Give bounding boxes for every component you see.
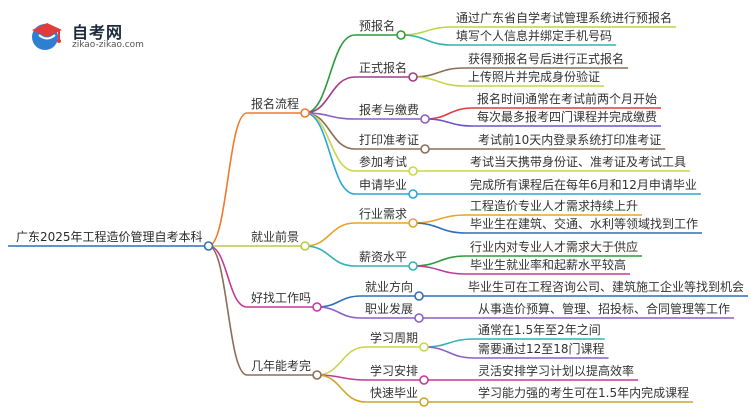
root-node: 广东2025年工程造价管理自考本科: [16, 230, 203, 244]
subtopic-knob: [396, 30, 406, 40]
root-knob: [203, 241, 214, 251]
node-salary-level: 薪资水平: [359, 250, 408, 264]
node-formal-registration: 正式报名: [359, 61, 408, 75]
node-industry-demand: 行业需求: [359, 207, 408, 221]
subtopic-connector: [317, 306, 362, 319]
leaf-connector: [413, 76, 465, 87]
logo-title: 自考网: [72, 23, 124, 42]
node-print-admission: 打印准考证: [359, 133, 420, 147]
node-apply-graduation: 申请毕业: [359, 178, 408, 192]
leaf-connector: [424, 346, 475, 359]
graduation-cap-icon: [32, 23, 62, 50]
leaf-item: 行业内对专业人才需求大于供应: [470, 240, 639, 254]
subtopic-knob: [419, 375, 429, 385]
branch-duration: 几年能考完: [251, 359, 312, 373]
leaf-item: 通过广东省自学考试管理系统进行预报名: [456, 11, 673, 25]
node-take-exam: 参加考试: [359, 155, 408, 169]
branch-knob: [300, 108, 310, 118]
subtopic-knob: [408, 261, 418, 271]
leaf-item: 工程造价专业人才需求持续上升: [470, 199, 639, 213]
node-pre-registration: 预报名: [359, 19, 396, 33]
subtopic-connector: [305, 222, 356, 247]
leaf-item: 学习能力强的考生可在1.5年内完成课程: [478, 386, 690, 400]
leaf-item: 毕业生可在工程咨询公司、建筑施工企业等找到机会: [468, 280, 745, 294]
leaf-connector: [413, 222, 467, 234]
leaf-item: 上传照片并完成身份验证: [468, 70, 601, 84]
subtopic-connector: [316, 346, 367, 376]
leaf-item: 报名时间通常在考试前两个月开始: [477, 92, 658, 106]
logo-url: zikao-zikao.com: [72, 40, 144, 50]
subtopic-connector: [316, 374, 367, 403]
leaf-item: 每次最多报考四门课程并完成缴费: [477, 110, 658, 124]
leaf-connector: [401, 34, 453, 46]
leaf-connector: [413, 67, 465, 78]
leaf-connector: [413, 255, 467, 267]
node-fast-graduation: 快速毕业: [370, 386, 419, 400]
node-apply-and-pay: 报考与缴费: [359, 103, 420, 117]
branch-job-ease: 好找工作吗: [251, 291, 312, 305]
subtopic-knob: [408, 72, 418, 82]
leaf-item: 填写个人信息并绑定手机号码: [456, 29, 613, 43]
leaf-item: 考试当天携带身份证、准考证及考试工具: [470, 155, 687, 169]
subtopic-connector: [317, 295, 362, 308]
subtopic-knob: [408, 166, 418, 176]
node-job-direction: 就业方向: [365, 280, 414, 294]
branch-connector: [208, 245, 248, 376]
leaf-connector: [425, 107, 474, 120]
subtopic-connector: [304, 112, 356, 195]
site-logo[interactable]: 自考网 zikao-zikao.com: [28, 18, 178, 52]
leaf-item: 获得预报名号后进行正式报名: [468, 52, 625, 66]
leaf-connector: [401, 26, 453, 36]
subtopic-knob: [419, 342, 429, 352]
branch-registration: 报名流程: [251, 97, 300, 111]
subtopic-knob: [408, 218, 418, 228]
subtopic-knob: [408, 189, 418, 199]
leaf-item: 灵活安排学习计划以提高效率: [478, 364, 635, 378]
leaf-item: 需要通过12至18门课程: [478, 342, 605, 356]
leaf-item: 通常在1.5年至2年之间: [478, 323, 601, 337]
branch-knob: [300, 241, 310, 251]
leaf-connector: [424, 338, 475, 348]
subtopic-knob: [420, 114, 430, 124]
leaf-item: 从事造价预算、管理、招投标、合同管理等工作: [478, 302, 731, 316]
leaf-connector: [413, 214, 467, 224]
subtopic-knob: [414, 313, 424, 323]
branch-knob: [312, 302, 322, 312]
subtopic-connector: [304, 112, 356, 172]
subtopic-connector: [304, 34, 356, 114]
subtopic-connector: [304, 76, 356, 114]
subtopic-knob: [419, 397, 429, 407]
subtopic-knob: [414, 291, 424, 301]
leaf-connector: [425, 118, 474, 127]
branch-connector: [208, 245, 248, 308]
leaf-item: 毕业生在建筑、交通、水利等领域找到工作: [470, 217, 699, 231]
leaf-item: 考试前10天内登录系统打印准考证: [478, 133, 662, 147]
branch-knob: [312, 370, 322, 380]
leaf-connector: [413, 265, 467, 275]
node-career-development: 职业发展: [365, 302, 414, 316]
leaf-item: 完成所有课程后在每年6月和12月申请毕业: [470, 178, 697, 192]
node-study-period: 学习周期: [370, 331, 419, 345]
branch-connector: [208, 112, 248, 247]
subtopic-knob: [420, 144, 430, 154]
leaf-item: 毕业生就业率和起薪水平较高: [470, 258, 627, 272]
branch-employment-outlook: 就业前景: [251, 230, 300, 244]
node-study-arrangement: 学习安排: [370, 364, 419, 378]
subtopic-connector: [305, 245, 356, 267]
